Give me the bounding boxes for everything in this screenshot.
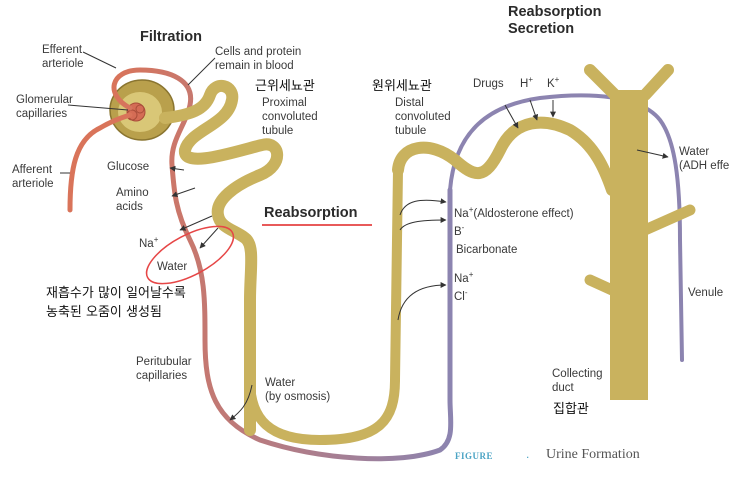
label-water-osmosis: Water (by osmosis) bbox=[265, 377, 331, 403]
label-amino-acids: Amino acids bbox=[116, 187, 149, 213]
label-glucose: Glucose bbox=[107, 161, 150, 173]
transport-arrows bbox=[60, 51, 669, 421]
distal-convoluted-tubule bbox=[392, 116, 618, 196]
label-k-plus: K+ bbox=[547, 75, 560, 90]
label-proximal-tubule: Proximal convoluted tubule bbox=[262, 97, 318, 137]
label-bicarbonate: Bicarbonate bbox=[456, 244, 518, 256]
label-afferent-arteriole: Afferent arteriole bbox=[12, 164, 54, 190]
afferent-arteriole bbox=[67, 112, 133, 213]
figure-separator: . bbox=[526, 447, 530, 461]
korean-distal-tubule: 원위세뇨관 bbox=[372, 79, 432, 94]
label-b-minus: B- bbox=[454, 223, 465, 238]
label-cl-minus: Cl- bbox=[454, 288, 468, 303]
label-peritubular-capillaries: Peritubular capillaries bbox=[136, 356, 192, 382]
label-h-plus: H+ bbox=[520, 75, 533, 90]
label-efferent-arteriole: Efferent arteriole bbox=[42, 44, 84, 70]
label-drugs: Drugs bbox=[473, 78, 504, 90]
reabsorption-secretion-title-line2: Secretion bbox=[508, 21, 575, 37]
loop-of-henle bbox=[245, 165, 403, 446]
korean-proximal-tubule: 근위세뇨관 bbox=[255, 79, 315, 94]
label-water-proximal: Water bbox=[157, 261, 188, 273]
label-na-plus-proximal: Na+ bbox=[139, 235, 159, 250]
korean-collecting-duct: 집합관 bbox=[553, 402, 589, 417]
label-collecting-duct: Collecting duct bbox=[552, 368, 603, 394]
label-cells-protein: Cells and protein remain in blood bbox=[215, 46, 302, 72]
water-highlight-ellipse bbox=[145, 225, 235, 285]
label-na-plus-aldosterone: Na+(Aldosterone effect) bbox=[454, 205, 574, 220]
efferent-arteriole bbox=[111, 67, 454, 462]
reabsorption-underline bbox=[262, 224, 372, 226]
reabsorption-heading: Reabsorption bbox=[264, 205, 358, 221]
figure-tag: FIGURE bbox=[455, 451, 494, 461]
proximal-convoluted-tubule bbox=[159, 80, 284, 436]
label-na-plus-distal: Na+ bbox=[454, 270, 474, 285]
label-distal-tubule: Distal convoluted tubule bbox=[395, 97, 451, 137]
figure-caption: Urine Formation bbox=[546, 447, 640, 462]
korean-note-line1: 재흡수가 많이 일어날수록 bbox=[46, 286, 186, 301]
reabsorption-secretion-title-line1: Reabsorption bbox=[508, 4, 602, 20]
korean-note-line2: 농축된 오줌이 생성됨 bbox=[46, 305, 162, 320]
label-venule: Venule bbox=[688, 287, 724, 299]
label-water-adh: Water (ADH effe bbox=[679, 146, 730, 172]
collecting-duct bbox=[584, 64, 696, 400]
label-glomerular-capillaries: Glomerular capillaries bbox=[16, 94, 73, 120]
filtration-title: Filtration bbox=[140, 29, 203, 45]
